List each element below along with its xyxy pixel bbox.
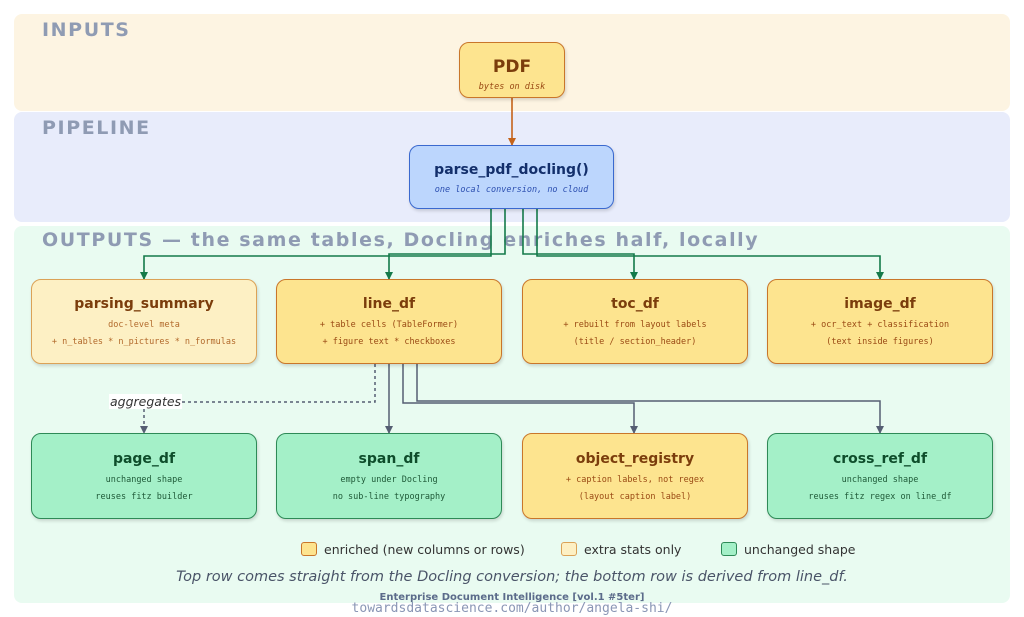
inputs-band-title: INPUTS: [42, 19, 131, 41]
parsing-summary-line1: doc-level meta: [108, 320, 180, 330]
legend-swatch-unchanged: [721, 542, 737, 556]
footnote: Top row comes straight from the Docling …: [176, 569, 848, 585]
line-df-node: line_df + table cells (TableFormer) + fi…: [276, 279, 502, 364]
image-df-node: image_df + ocr_text + classification (te…: [767, 279, 993, 364]
parse-node-subtitle: one local conversion, no cloud: [434, 185, 589, 195]
legend-label-enriched: enriched (new columns or rows): [324, 541, 525, 557]
legend-swatch-extra-stats: [561, 542, 577, 556]
edge-parse-to-image-df: [536, 209, 884, 280]
page-df-node: page_df unchanged shape reuses fitz buil…: [31, 433, 257, 519]
line-df-line2: + figure text * checkboxes: [322, 337, 456, 347]
edge-label-aggregates: aggregates: [109, 394, 183, 409]
series-credit: Enterprise Document Intelligence [vol.1 …: [379, 592, 645, 603]
legend-label-unchanged: unchanged shape: [744, 541, 856, 557]
legend-label-extra-stats: extra stats only: [584, 541, 682, 557]
cross-ref-df-node: cross_ref_df unchanged shape reuses fitz…: [767, 433, 993, 519]
edge-parse-to-toc-df: [522, 209, 638, 280]
parse-pdf-docling-node: parse_pdf_docling() one local conversion…: [409, 145, 614, 209]
legend-item-unchanged: unchanged shape: [721, 541, 855, 557]
toc-df-line1: + rebuilt from layout labels: [563, 320, 707, 330]
outputs-band-title: OUTPUTS — the same tables, Docling enric…: [42, 229, 760, 251]
image-df-line1: + ocr_text + classification: [810, 320, 950, 330]
edge-parse-to-parsing-summary: [140, 209, 492, 280]
object-registry-node: object_registry + caption labels, not re…: [522, 433, 748, 519]
object-registry-line1: + caption labels, not regex: [565, 475, 705, 485]
span-df-title: span_df: [358, 451, 420, 467]
edge-parse-to-line-df: [385, 209, 506, 280]
toc-df-line2: (title / section_header): [573, 337, 697, 347]
image-df-line2: (text inside figures): [826, 337, 934, 347]
span-df-line2: no sub-line typography: [332, 492, 446, 502]
parse-node-title: parse_pdf_docling(): [434, 162, 589, 178]
span-df-line1: empty under Docling: [340, 475, 438, 485]
parsing-summary-node: parsing_summary doc-level meta + n_table…: [31, 279, 257, 364]
pdf-node: PDF bytes on disk: [459, 42, 565, 98]
pdf-node-subtitle: bytes on disk: [478, 82, 546, 92]
legend-swatch-enriched: [301, 542, 317, 556]
parsing-summary-title: parsing_summary: [74, 296, 214, 312]
cross-ref-df-line2: reuses fitz regex on line_df: [808, 492, 952, 502]
object-registry-title: object_registry: [575, 451, 695, 467]
legend-item-enriched: enriched (new columns or rows): [301, 541, 525, 557]
parsing-summary-line2: + n_tables * n_pictures * n_formulas: [51, 337, 237, 347]
object-registry-line2: (layout caption label): [578, 492, 692, 502]
pdf-node-title: PDF: [492, 57, 532, 77]
line-df-line1: + table cells (TableFormer): [319, 320, 459, 330]
cross-ref-df-title: cross_ref_df: [832, 451, 928, 467]
image-df-title: image_df: [844, 296, 916, 312]
cross-ref-df-line1: unchanged shape: [841, 475, 919, 485]
toc-df-title: toc_df: [611, 296, 659, 312]
pipeline-band-title: PIPELINE: [42, 117, 151, 139]
toc-df-node: toc_df + rebuilt from layout labels (tit…: [522, 279, 748, 364]
span-df-node: span_df empty under Docling no sub-line …: [276, 433, 502, 519]
edge-line-df-to-page-df: [140, 364, 376, 434]
page-df-title: page_df: [112, 451, 176, 467]
legend-item-extra-stats: extra stats only: [561, 541, 681, 557]
edge-line-df-to-cross-ref-df: [416, 364, 884, 434]
page-df-line1: unchanged shape: [105, 475, 183, 485]
page-df-line2: reuses fitz builder: [95, 492, 193, 502]
author-url: towardsdatascience.com/author/angela-shi…: [351, 601, 673, 616]
line-df-title: line_df: [362, 296, 416, 312]
edge-line-df-to-object-registry: [402, 364, 638, 434]
